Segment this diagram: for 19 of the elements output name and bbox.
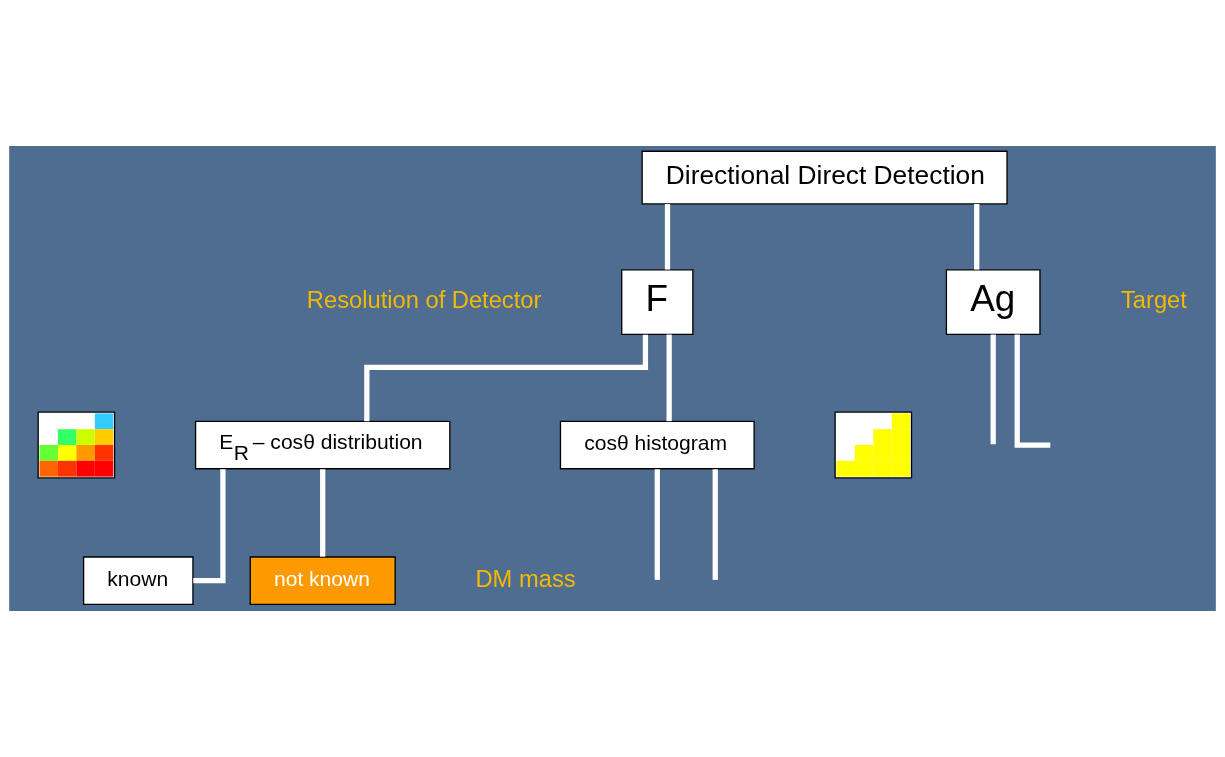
label: DM mass [475,565,576,592]
connector [193,469,226,584]
label: Resolution of Detector [306,286,542,313]
connector [712,469,718,580]
node-box: cosθ histogram [559,420,755,470]
connector [1014,334,1051,448]
connector [664,204,671,270]
connector [666,334,672,422]
node-box: F [621,269,694,336]
node-box: Ag [945,269,1041,336]
label: Target [1120,286,1187,313]
connector [364,334,649,422]
node-box: known [82,556,194,606]
connector [654,469,660,580]
connector [990,334,996,445]
connector [974,204,980,270]
node-box: not known [249,556,396,606]
node-box: Directional Direct Detection [641,150,1008,205]
connector [320,469,326,557]
